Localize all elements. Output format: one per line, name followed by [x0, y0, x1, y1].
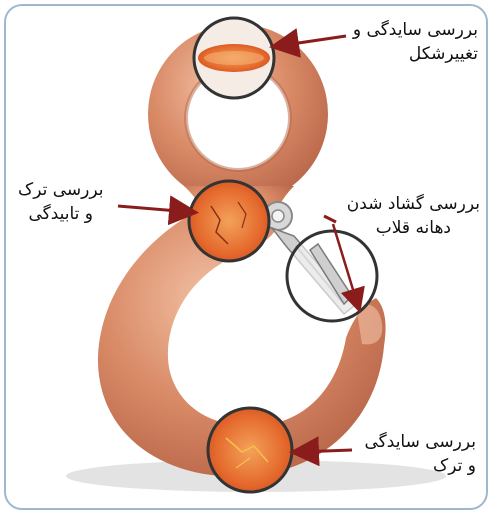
- inspection-zone-eye-top: [194, 18, 274, 98]
- arrow-bottom: [298, 450, 352, 452]
- arrow-shank: [118, 206, 190, 212]
- callout-line: تغییرشکل: [353, 42, 478, 66]
- callout-line: و تابیدگی: [18, 202, 103, 226]
- callout-line: بررسی ترک: [18, 178, 103, 202]
- callout-crack-twist: بررسی ترک و تابیدگی: [18, 178, 103, 226]
- diagram-frame: بررسی سایدگی و تغییرشکل بررسی ترک و تابی…: [4, 4, 488, 510]
- inspection-zone-shank: [189, 181, 269, 261]
- callout-line: دهانه قلاب: [347, 216, 480, 240]
- callout-wear-deformation: بررسی سایدگی و تغییرشکل: [353, 18, 478, 66]
- callout-wear-crack: بررسی سایدگی و ترک: [365, 430, 476, 478]
- inspection-zone-latch: [287, 231, 377, 321]
- callout-line: و ترک: [365, 454, 476, 478]
- inspection-zone-bottom: [208, 408, 292, 492]
- callout-line: بررسی سایدگی: [365, 430, 476, 454]
- callout-line: بررسی گشاد شدن: [347, 192, 480, 216]
- callout-line: بررسی سایدگی و: [353, 18, 478, 42]
- callout-mouth-opening: بررسی گشاد شدن دهانه قلاب: [347, 192, 480, 240]
